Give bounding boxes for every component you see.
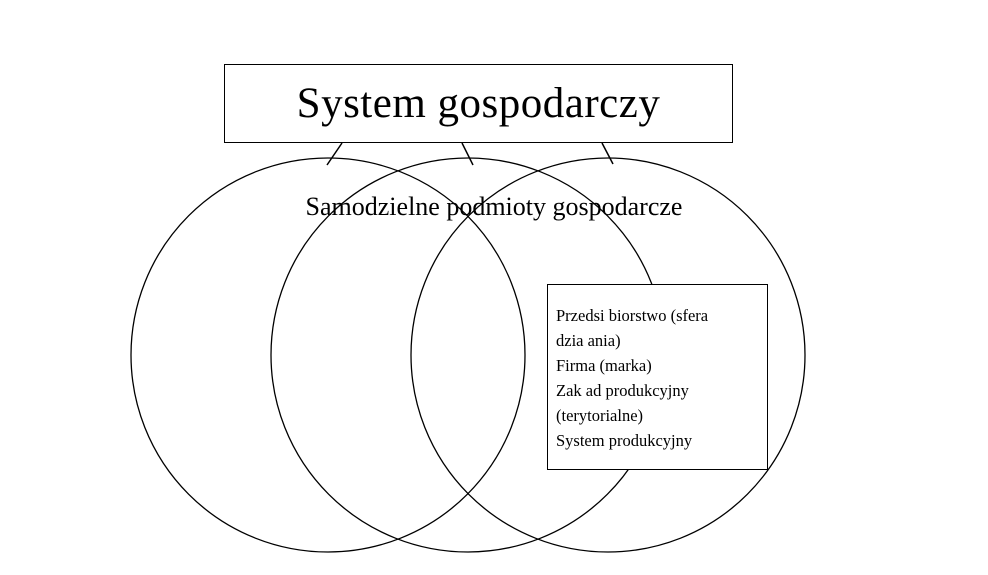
title-box: System gospodarczy (224, 64, 733, 143)
connector-line-middle (461, 142, 474, 166)
page-title: System gospodarczy (296, 80, 661, 127)
info-box-line: dzia ania) (556, 331, 621, 350)
info-box-line: Firma (marka) (556, 356, 652, 375)
venn-circle-right (410, 157, 806, 553)
info-box: Przedsi biorstwo (sfera dzia ania) Firma… (547, 284, 768, 470)
info-box-line: (terytorialne) (556, 406, 644, 425)
venn-circle-left (130, 157, 526, 553)
info-box-line: Przedsi biorstwo (sfera (556, 306, 709, 325)
subtitle-label: Samodzielne podmioty gospodarcze (305, 192, 683, 221)
info-box-line: System produkcyjny (556, 431, 693, 450)
info-box-line: Zak ad produkcyjny (556, 381, 689, 400)
connector-line-right (601, 142, 614, 165)
connector-line-left (326, 142, 343, 166)
